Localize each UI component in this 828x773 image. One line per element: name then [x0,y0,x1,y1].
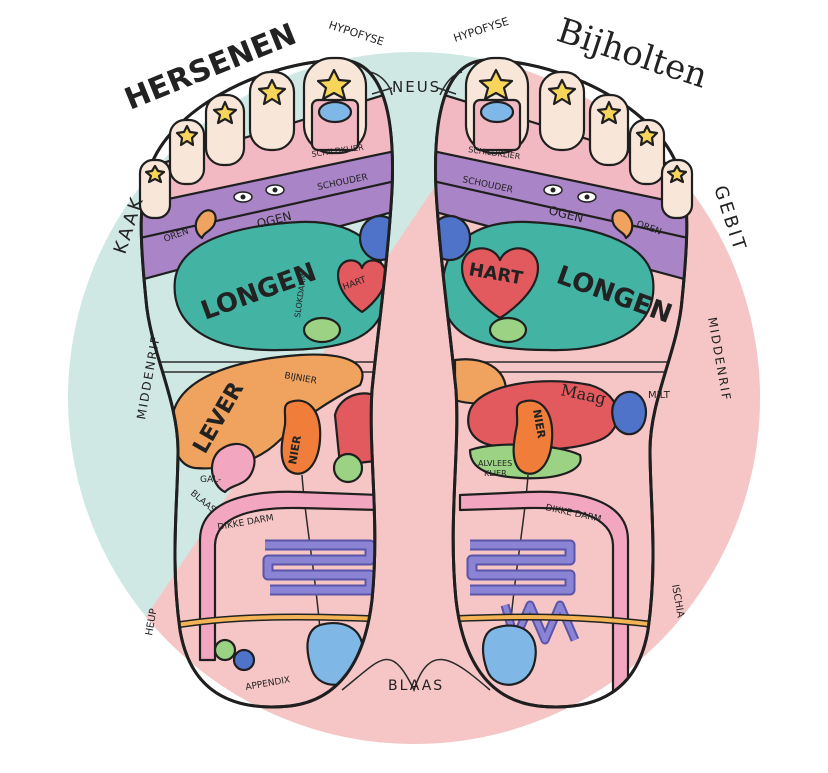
label-nier-left: NIER [286,434,304,466]
right-kidney [512,399,554,475]
label-blaas: BLAAS [388,678,444,694]
left-liver [170,353,364,470]
right-foot [434,56,694,709]
label-alvleesklier-2: KLIER [484,469,507,478]
left-pancreas [332,452,364,484]
label-hypofyse-left: HYPOFYSE [327,18,386,48]
left-foot [138,56,394,709]
label-milt: MILT [648,390,671,401]
hypofyse-pointer-right [439,71,463,96]
left-green-gland [302,316,342,344]
right-small-intestine-inner [468,541,574,594]
left-appendix-green [213,638,237,662]
left-foot-border [139,58,394,709]
label-neus: NEUS [392,78,441,96]
neus-pointer-right [437,87,457,95]
label-nier-right: NIER [530,408,548,440]
right-heart [460,247,540,320]
right-toe-3-star [596,100,622,125]
left-colon [198,490,382,662]
right-toes [464,56,694,220]
neus-pointer-left [371,87,393,95]
label-hypofyse-right: HYPOFYSE [452,15,511,45]
right-toe-2-star [547,78,577,106]
right-big-toe-star [478,68,514,101]
left-toe-2-star [257,78,287,106]
hypofyse-pointer-left [369,71,393,96]
right-toe-5-star [666,164,688,184]
left-toe-3-star [212,100,238,125]
label-heup: HEUP [144,608,160,637]
right-eye-pupil-2 [584,194,590,200]
blaas-pointer [341,658,491,693]
right-spleen [611,390,648,436]
left-appendix-blue [232,648,256,672]
left-toes [138,56,368,220]
right-colon [458,490,630,702]
right-toe-4-star [635,124,659,147]
left-eye-pupil-1 [240,194,246,200]
label-alvleesklier-1: ALVLEES [478,459,512,468]
left-small-intestine-inner [264,541,374,594]
right-pituitary [479,100,515,124]
left-toe-5-star [144,164,166,184]
right-bladder [481,624,537,686]
left-kidney [280,399,322,475]
left-eye-pupil-2 [272,187,278,193]
right-ear-icon [611,209,634,240]
left-big-toe-star [316,68,352,101]
label-galblaas-1: GAL- [200,475,221,485]
right-green-gland [488,316,528,344]
left-gallbladder [210,443,256,494]
left-ear-icon [194,209,217,240]
left-toe-4-star [175,124,199,147]
right-foot-border [434,58,689,709]
right-eye-pupil-1 [550,187,556,193]
left-pituitary [317,100,353,124]
